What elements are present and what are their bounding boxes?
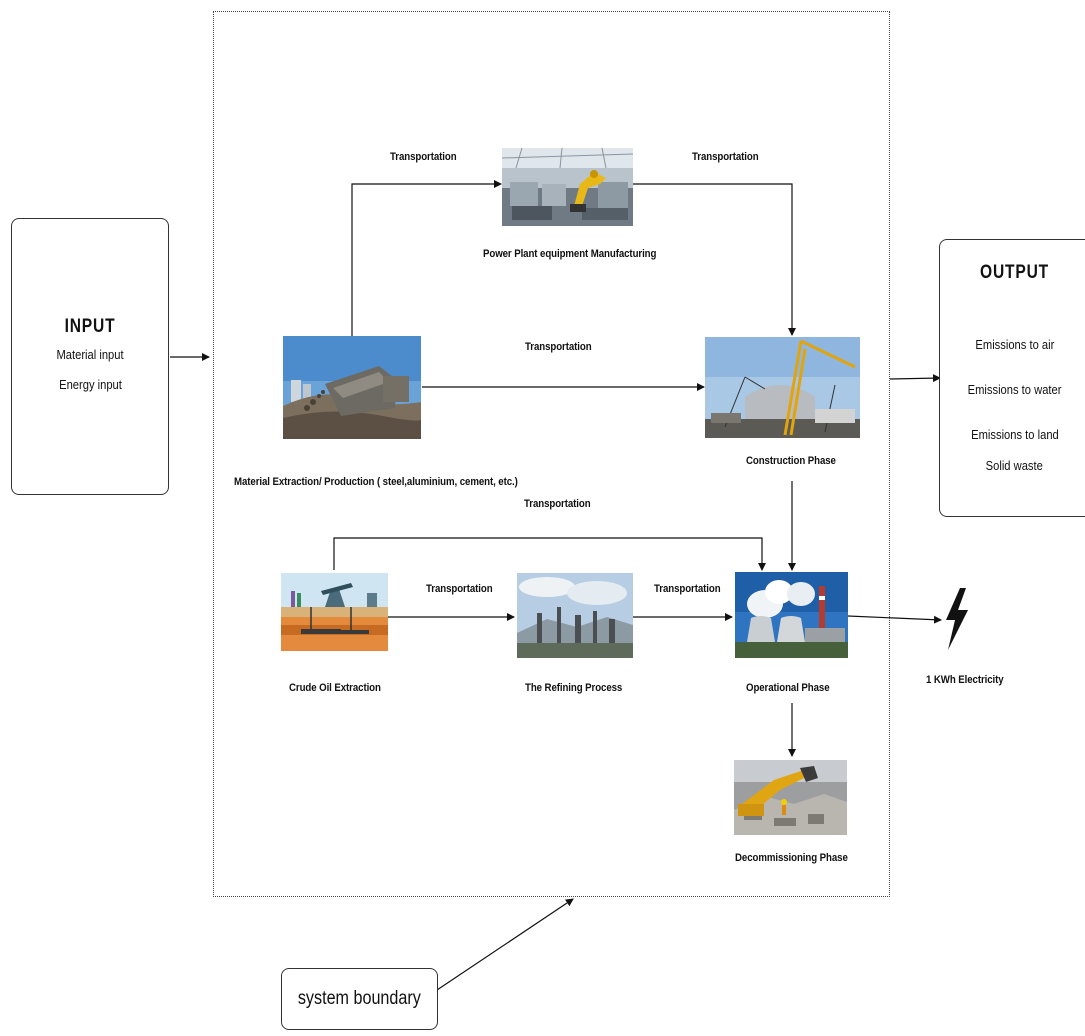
transport-label-3: Transportation bbox=[525, 341, 592, 353]
output-item-land: Emissions to land bbox=[970, 427, 1059, 442]
output-box: OUTPUT Emissions to air Emissions to wat… bbox=[939, 239, 1085, 517]
extraction-image bbox=[283, 336, 421, 439]
node-label-construction: Construction Phase bbox=[746, 455, 836, 467]
system-boundary-frame bbox=[213, 11, 890, 897]
node-label-decommissioning: Decommissioning Phase bbox=[735, 852, 848, 864]
decommissioning-image bbox=[734, 760, 847, 835]
arrow-operational-to-electricity bbox=[847, 615, 942, 624]
transport-label-4: Transportation bbox=[524, 498, 591, 510]
output-title: OUTPUT bbox=[980, 262, 1049, 283]
input-item-material: Material input bbox=[56, 347, 124, 362]
operational-image bbox=[735, 572, 848, 658]
input-title: INPUT bbox=[64, 316, 116, 337]
transport-label-1: Transportation bbox=[390, 151, 457, 163]
node-label-refining: The Refining Process bbox=[525, 682, 623, 694]
arrow-system-to-output bbox=[889, 374, 941, 383]
arrow-label-to-boundary bbox=[436, 898, 574, 991]
output-item-water: Emissions to water bbox=[967, 382, 1062, 397]
transport-label-2: Transportation bbox=[692, 151, 759, 163]
system-boundary-label-box: system boundary bbox=[281, 968, 438, 1030]
input-box: INPUT Material input Energy input bbox=[11, 218, 169, 495]
node-label-crude-oil: Crude Oil Extraction bbox=[289, 682, 381, 694]
node-label-extraction: Material Extraction/ Production ( steel,… bbox=[234, 476, 518, 488]
node-label-electricity: 1 KWh Electricity bbox=[926, 674, 1004, 686]
refinery-image bbox=[517, 573, 633, 658]
output-item-solid-waste: Solid waste bbox=[985, 458, 1044, 473]
manufacturing-image bbox=[502, 148, 633, 226]
node-label-manufacturing: Power Plant equipment Manufacturing bbox=[483, 248, 657, 260]
lightning-bolt-icon bbox=[940, 588, 972, 650]
transport-label-6: Transportation bbox=[654, 583, 721, 595]
transport-label-5: Transportation bbox=[426, 583, 493, 595]
crude-oil-image bbox=[281, 573, 388, 658]
input-item-energy: Energy input bbox=[58, 377, 122, 392]
system-boundary-label: system boundary bbox=[298, 988, 421, 1009]
arrow-crudeoil-to-operational bbox=[333, 537, 766, 571]
arrow-extraction-to-manufacturing bbox=[351, 180, 502, 336]
node-label-operational: Operational Phase bbox=[746, 682, 830, 694]
arrow-manufacturing-to-construction bbox=[633, 183, 796, 336]
construction-image bbox=[705, 337, 860, 438]
output-item-air: Emissions to air bbox=[975, 337, 1054, 352]
